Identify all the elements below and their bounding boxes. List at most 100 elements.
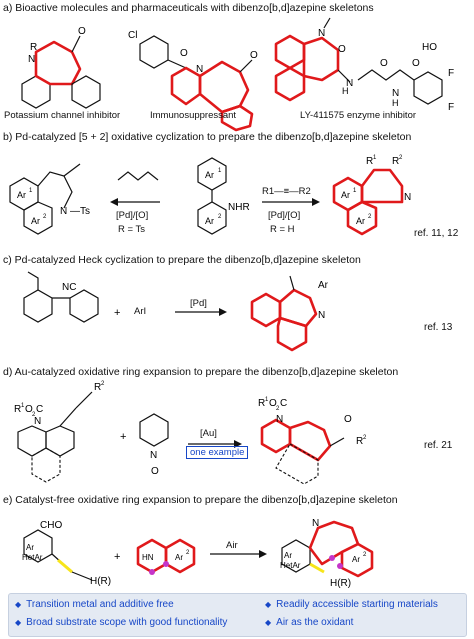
svg-text:2: 2: [363, 435, 367, 441]
svg-text:C: C: [36, 404, 43, 415]
svg-text:R: R: [94, 382, 101, 393]
svg-text:Cl: Cl: [128, 30, 137, 41]
svg-text:O: O: [151, 466, 159, 477]
svg-text:O: O: [180, 48, 188, 59]
svg-text:Ar: Ar: [17, 190, 26, 200]
svg-text:Ar: Ar: [341, 190, 350, 200]
svg-text:O: O: [25, 404, 33, 415]
svg-text:N: N: [34, 416, 41, 427]
svg-text:O: O: [250, 50, 258, 61]
svg-text:H(R): H(R): [90, 576, 111, 587]
heck-condition: [Pd]: [190, 298, 207, 309]
air-condition: Air: [226, 540, 238, 551]
svg-text:1: 1: [29, 188, 33, 194]
right-condition-bottom: R = H: [270, 224, 295, 235]
alkynyl-aldehyde-structure: CHO Ar HetAr H(R): [22, 520, 111, 587]
svg-text:2: 2: [218, 214, 222, 220]
svg-text:+: +: [120, 431, 126, 443]
svg-text:R: R: [392, 156, 399, 167]
svg-text:O: O: [412, 58, 420, 69]
svg-text:2: 2: [399, 155, 403, 161]
svg-text:2: 2: [363, 552, 367, 558]
svg-text:O: O: [344, 414, 352, 425]
svg-text:H(R): H(R): [330, 578, 351, 589]
svg-text:H: H: [342, 86, 349, 96]
au-condition: [Au]: [200, 428, 217, 439]
svg-text:HetAr: HetAr: [22, 553, 43, 562]
diamond-icon: ◆: [15, 600, 22, 609]
svg-text:H: H: [392, 98, 399, 108]
diamond-icon: ◆: [265, 600, 272, 609]
svg-text:O: O: [78, 26, 86, 37]
svg-text:2: 2: [101, 381, 105, 387]
svg-text:1: 1: [353, 188, 357, 194]
right-condition-top: [Pd]/[O]: [268, 210, 301, 221]
svg-text:+: +: [114, 307, 120, 319]
svg-text:O: O: [338, 44, 346, 55]
section-e-heading: e) Catalyst-free oxidative ring expansio…: [3, 494, 398, 506]
feature-label: Transition metal and additive free: [26, 599, 174, 610]
diamond-icon: ◆: [265, 618, 272, 627]
caption-immunosuppressant: Immunosuppressant: [150, 110, 237, 121]
svg-text:N: N: [196, 64, 203, 75]
svg-text:Ar: Ar: [205, 170, 214, 180]
left-condition-bottom: R = Ts: [118, 224, 146, 235]
section-a-heading: a) Bioactive molecules and pharmaceutica…: [3, 2, 374, 14]
feature-label: Air as the oxidant: [276, 617, 354, 628]
svg-text:Ar: Ar: [284, 551, 292, 560]
section-c-heading: c) Pd-catalyzed Heck cyclization to prep…: [3, 254, 361, 266]
ly-411575-structure: N O H N O N H O HO F F: [274, 17, 454, 113]
svg-text:Ar: Ar: [26, 543, 34, 552]
svg-text:R: R: [356, 436, 363, 447]
svg-text:N: N: [60, 206, 67, 217]
reference-d: ref. 21: [424, 440, 453, 451]
svg-text:2: 2: [368, 214, 372, 220]
svg-text:2: 2: [32, 412, 36, 418]
svg-text:N: N: [318, 28, 325, 39]
heck-product-structure: Ar N: [250, 275, 329, 352]
svg-text:1: 1: [218, 168, 222, 174]
svg-text:+: +: [114, 551, 120, 563]
svg-text:Ar: Ar: [175, 553, 183, 562]
svg-text:R: R: [258, 398, 265, 409]
section-c-structures: NC + Ar N: [23, 271, 329, 352]
feature-label: Broad substrate scope with good function…: [26, 617, 228, 628]
svg-text:R: R: [14, 404, 21, 415]
svg-text:—Ts: —Ts: [70, 206, 90, 217]
alkyne-reagent: R1—≡—R2: [262, 186, 311, 197]
caption-ly-411575: LY-411575 enzyme inhibitor: [300, 110, 417, 121]
svg-text:R: R: [30, 42, 37, 53]
immunosuppressant-structure: Cl O N O: [128, 30, 258, 132]
svg-text:N: N: [404, 192, 411, 203]
svg-text:F: F: [448, 68, 454, 79]
svg-text:NC: NC: [62, 282, 76, 293]
svg-text:CHO: CHO: [40, 520, 62, 531]
section-d-heading: d) Au-catalyzed oxidative ring expansion…: [3, 366, 399, 378]
svg-text:O: O: [380, 58, 388, 69]
diamond-icon: ◆: [15, 618, 22, 627]
feature-label: Readily accessible starting materials: [276, 599, 438, 610]
feature-item: ◆ Readily accessible starting materials: [265, 599, 438, 610]
svg-text:2: 2: [276, 406, 280, 412]
feature-item: ◆ Air as the oxidant: [265, 617, 353, 628]
svg-text:1: 1: [373, 155, 377, 161]
svg-text:HetAr: HetAr: [280, 561, 301, 570]
svg-text:O: O: [269, 398, 277, 409]
potassium-channel-inhibitor-structure: O R N: [21, 26, 101, 109]
svg-text:1: 1: [265, 397, 269, 403]
section-b-heading: b) Pd-catalyzed [5 + 2] oxidative cycliz…: [3, 131, 412, 143]
svg-text:NHR: NHR: [228, 202, 250, 213]
svg-text:Ar: Ar: [356, 216, 365, 226]
left-condition-top: [Pd]/[O]: [116, 210, 149, 221]
svg-text:HN: HN: [142, 553, 154, 562]
